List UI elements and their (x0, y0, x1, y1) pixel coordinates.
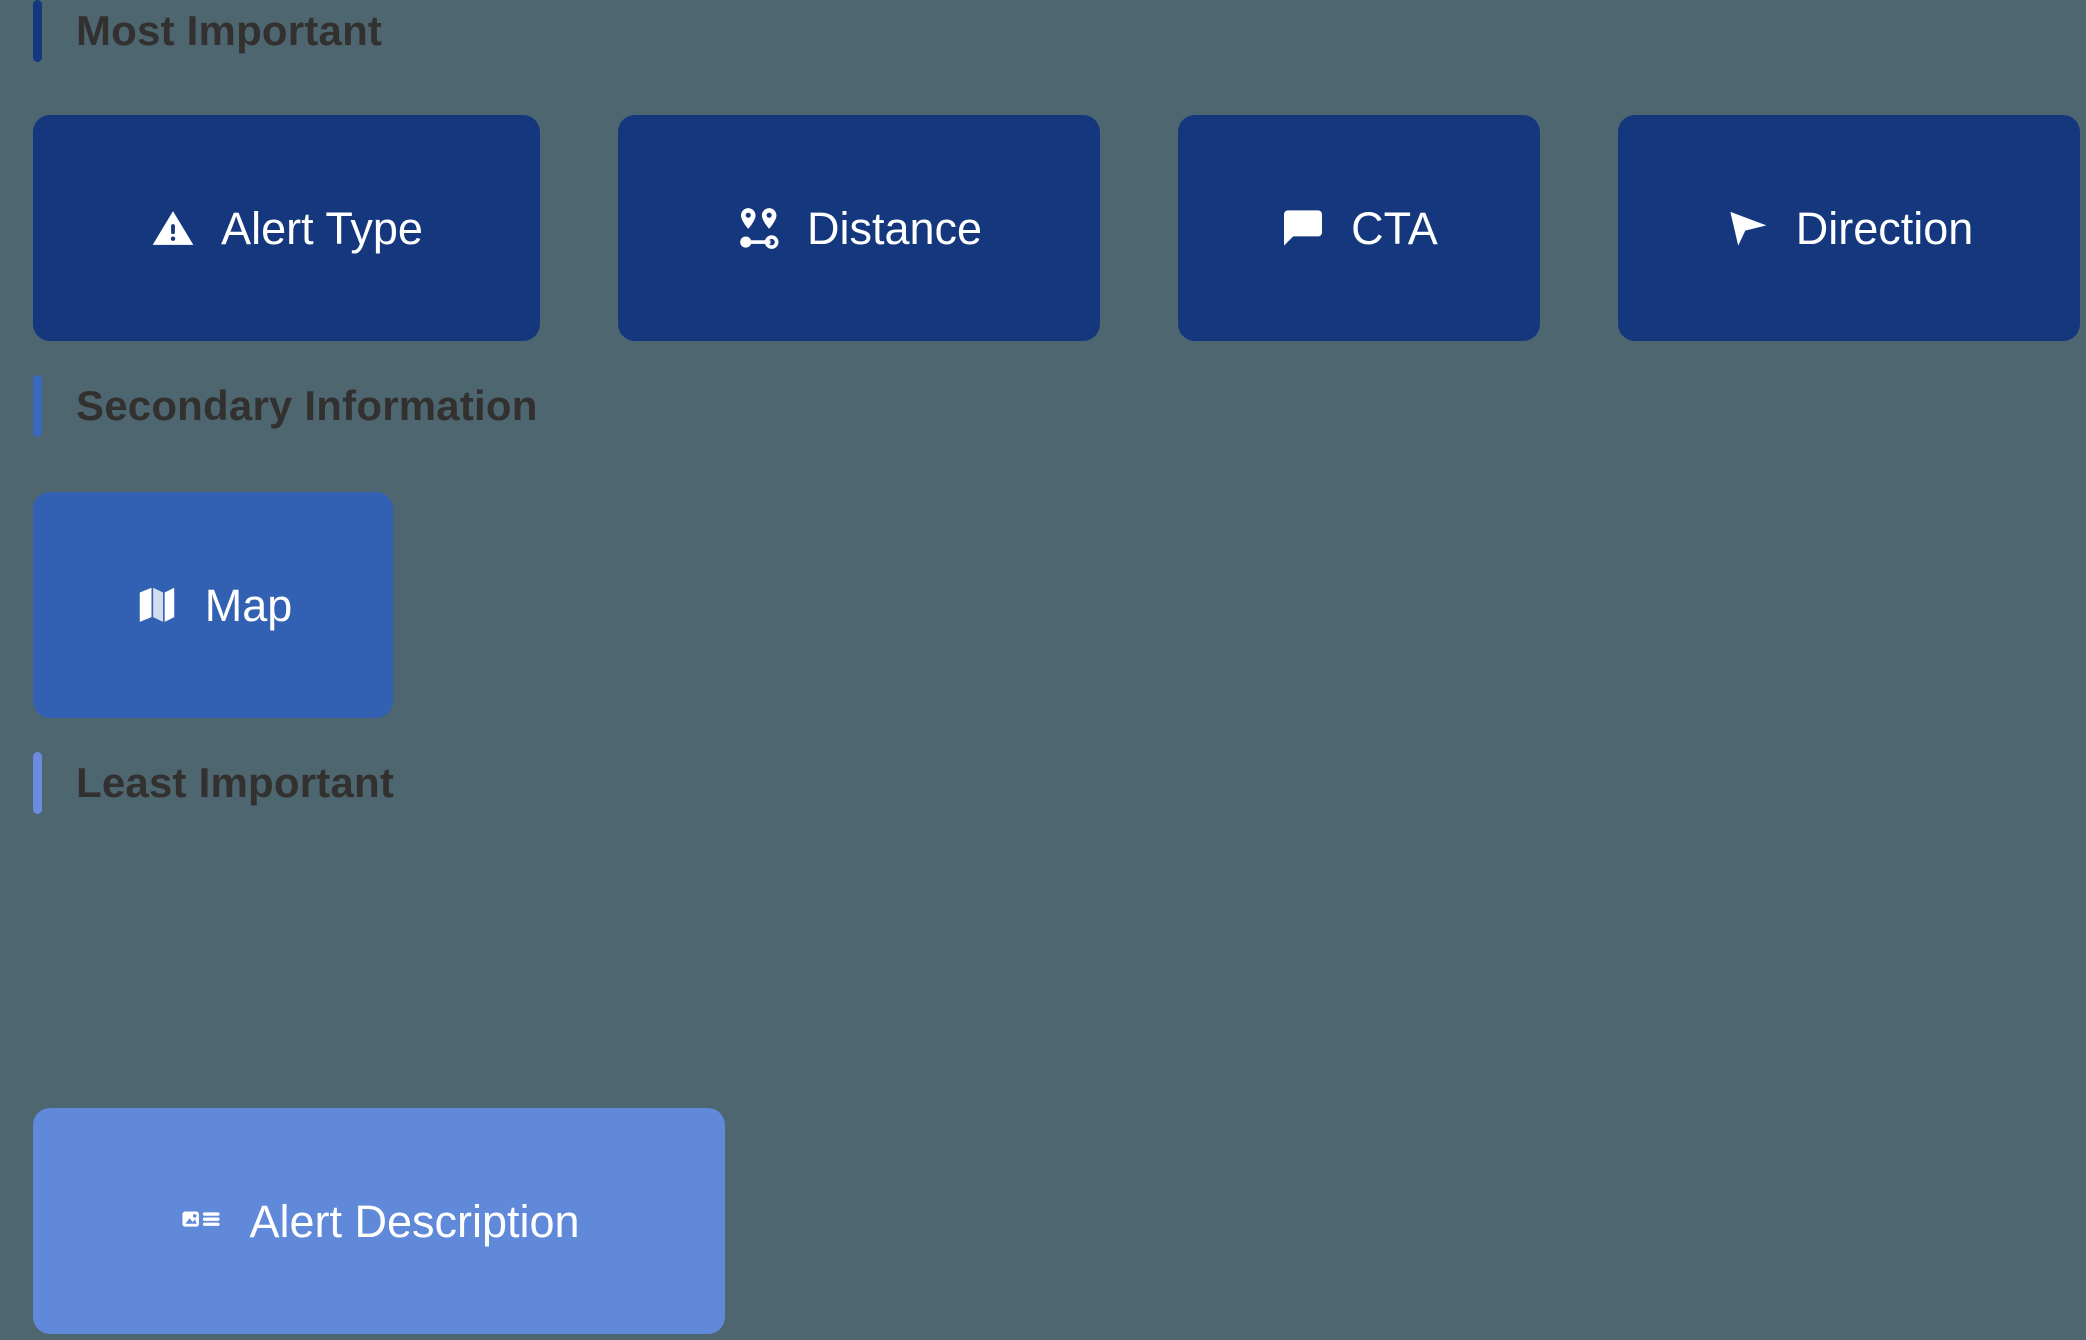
section-title: Most Important (76, 7, 383, 54)
card-cta[interactable]: CTA (1178, 115, 1540, 341)
card-label: CTA (1351, 202, 1438, 254)
section-accent-bar (33, 375, 42, 437)
card-label: Distance (806, 202, 983, 254)
article-image-icon (178, 1198, 224, 1244)
section-title: Least Important (76, 759, 395, 806)
card-label: Map (204, 579, 293, 631)
folded-map-icon (134, 582, 180, 628)
card-content: Alert Type (150, 205, 423, 251)
card-content: CTA (1280, 205, 1438, 251)
card-distance[interactable]: Distance (618, 115, 1100, 341)
section-most-important: Most Important (0, 0, 2086, 62)
section-header-least-important: Least Important (0, 752, 2086, 814)
card-row-most-important: Alert Type (33, 115, 2080, 341)
card-alert-type[interactable]: Alert Type (33, 115, 540, 341)
section-title: Secondary Information (76, 382, 538, 429)
chat-bubble-icon (1280, 205, 1326, 251)
card-content: Distance (736, 205, 982, 251)
navigation-arrow-icon (1725, 205, 1771, 251)
card-label: Direction (1795, 202, 1974, 254)
section-accent-bar (33, 752, 42, 814)
card-alert-description[interactable]: Alert Description (33, 1108, 725, 1334)
section-header-most-important: Most Important (0, 0, 2086, 62)
card-content: Direction (1725, 202, 1974, 254)
section-least-important: Least Important (0, 752, 2086, 814)
warning-triangle-icon (150, 205, 196, 251)
card-content: Map (134, 579, 293, 631)
card-content: Alert Description (178, 1195, 580, 1247)
section-secondary-information: Secondary Information (0, 375, 2086, 437)
section-accent-bar (33, 0, 42, 62)
card-row-least-important: Alert Description (33, 1108, 725, 1334)
card-label: Alert Type (221, 202, 423, 254)
card-direction[interactable]: Direction (1618, 115, 2080, 341)
card-row-secondary-information: Map (33, 492, 393, 718)
card-map[interactable]: Map (33, 492, 393, 718)
card-label: Alert Description (249, 1195, 580, 1247)
section-header-secondary-information: Secondary Information (0, 375, 2086, 437)
route-pins-icon (736, 205, 782, 251)
